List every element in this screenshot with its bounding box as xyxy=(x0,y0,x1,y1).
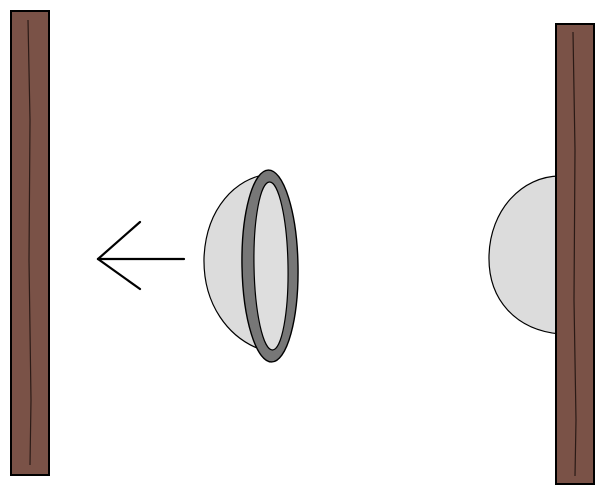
stuck-suction-cup xyxy=(489,176,560,334)
motion-arrow xyxy=(98,222,184,289)
left-wall xyxy=(11,11,49,475)
right-wall xyxy=(556,24,594,484)
moving-suction-cup xyxy=(204,170,300,363)
